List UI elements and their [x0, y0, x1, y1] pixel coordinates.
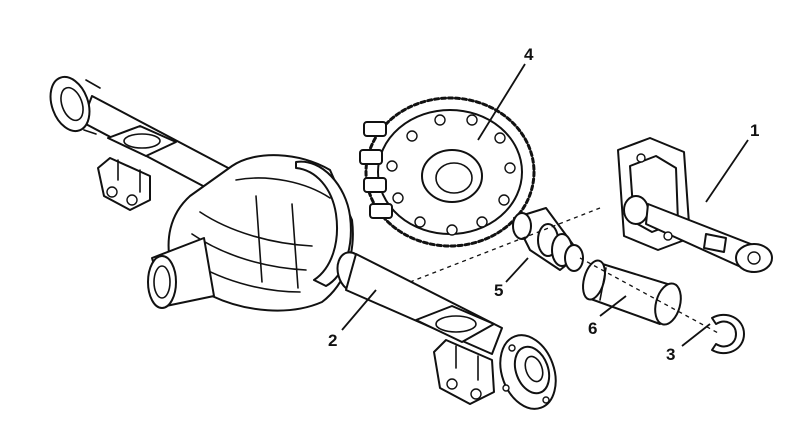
assembly-line-lower: [579, 257, 721, 335]
assembly-line-upper: [409, 207, 601, 283]
snap-ring: [711, 313, 745, 355]
pinion-support-bracket: [617, 137, 773, 273]
leader-1: [705, 139, 749, 203]
sleeve: [582, 259, 682, 326]
axle-housing: [49, 75, 557, 410]
leader-3: [681, 323, 711, 347]
leader-4: [477, 63, 526, 141]
callout-2: 2: [328, 331, 337, 350]
pinion-shaft: [512, 207, 584, 272]
callout-1: 1: [750, 121, 759, 140]
leader-6: [599, 295, 627, 317]
callout-4: 4: [524, 45, 534, 64]
leader-5: [505, 257, 529, 283]
leader-2: [341, 289, 377, 331]
callout-6: 6: [588, 319, 597, 338]
differential-ring-gear: [359, 96, 536, 248]
callout-3: 3: [666, 345, 675, 364]
callout-5: 5: [494, 281, 503, 300]
